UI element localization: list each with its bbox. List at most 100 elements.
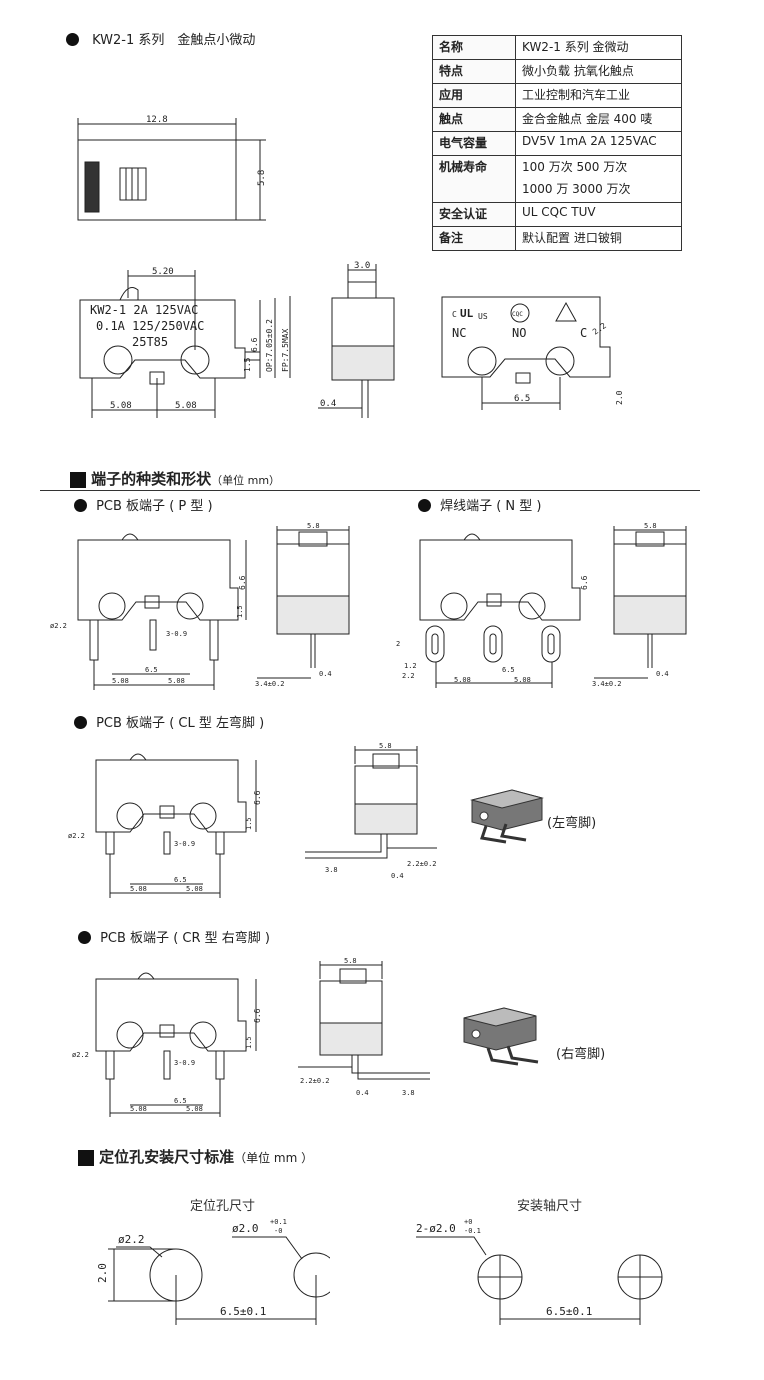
dim-label: 6.5±0.1 (546, 1305, 592, 1318)
switch-label: KW2-1 2A 125VAC (90, 303, 198, 317)
svg-text:US: US (478, 312, 488, 321)
square-bullet-icon (70, 471, 86, 488)
dim-label: -0.1 (464, 1227, 481, 1235)
dim-label: 6.5 (502, 666, 515, 674)
dim-label: 1.5 (236, 605, 244, 618)
page-title: KW2-1 系列 金触点小微动 (92, 33, 256, 48)
dim-label: 2.0 (96, 1263, 109, 1283)
end-view-drawing: 3.0 0.4 (318, 261, 395, 418)
dim-label: 12.8 (146, 115, 168, 125)
dim-label: 6.6 (580, 575, 589, 590)
cl-switch-3d-icon (470, 789, 544, 844)
dim-label: 1.5 (245, 1036, 253, 1049)
mount-shaft-title: 安装轴尺寸 (517, 1199, 583, 1214)
dim-label: 5.08 (454, 676, 471, 684)
dim-label: 5.8 (307, 522, 320, 530)
dim-label: 3-0.9 (174, 1059, 195, 1067)
dim-label: 5.8 (344, 957, 357, 965)
dim-label: 2.2 (402, 672, 415, 680)
dim-label: 6.5 (145, 666, 158, 674)
dim-label: 2 (396, 640, 400, 648)
p-type-drawing: 6.6 1.5 6.5 5.08 5.08 ø2.2 3-0.9 (50, 533, 247, 690)
dim-label: 3.8 (402, 1089, 415, 1097)
dim-label: ø2.2 (118, 1233, 145, 1246)
cr-type-drawing: 6.6 1.5 6.5 5.08 5.08 ø2.2 3-0.9 (72, 972, 262, 1117)
dim-label: 5.8 (644, 522, 657, 530)
dim-label: FP:7.5MAX (281, 328, 290, 372)
divider (40, 490, 700, 491)
dim-label: 5.08 (112, 677, 129, 685)
terminal-label: NC (452, 326, 466, 340)
cl-type-drawing: 6.6 1.5 6.5 5.08 5.08 ø2.2 3-0.9 (68, 753, 262, 898)
dim-label: 0.4 (319, 670, 332, 678)
left-bent-label: (左弯脚) (547, 816, 597, 831)
dim-label: +0 (464, 1218, 472, 1226)
dim-label: 1.2 (404, 662, 417, 670)
dim-label: ø2.2 (72, 1051, 89, 1059)
type-heading-n: 焊线端子 ( N 型 ) (418, 495, 542, 514)
dim-label: 5.20 (152, 267, 174, 277)
dim-label: 3.4±0.2 (255, 680, 285, 688)
dim-label: 5.08 (168, 677, 185, 685)
dim-label: 5.08 (186, 1105, 203, 1113)
dim-label: -0 (274, 1227, 282, 1235)
dim-label: 6.5 (174, 876, 187, 884)
bullet-icon (74, 716, 87, 729)
dim-label: 1.5 (243, 357, 252, 372)
dim-label: 3.8 (325, 866, 338, 874)
switch-label: 0.1A 125/250VAC (96, 319, 204, 333)
p-type-end-drawing: 5.8 3.4±0.2 0.4 (255, 522, 350, 688)
bullet-icon (418, 499, 431, 512)
bullet-icon (66, 33, 79, 46)
cr-switch-3d-icon (463, 1007, 539, 1066)
mount-hole-title: 定位孔尺寸 (190, 1199, 256, 1214)
terminal-label: C (580, 326, 587, 340)
dim-label: 3.0 (354, 261, 370, 271)
dim-label: 6.6 (253, 1008, 262, 1023)
mount-hole-drawing: ø2.2 2.0 ø2.0 +0.1 -0 6.5±0.1 (96, 1218, 330, 1325)
dim-label: 6.5±0.1 (220, 1305, 266, 1318)
dim-label: 0.4 (320, 399, 336, 409)
dim-label: 2.0 (615, 390, 624, 405)
top-view-drawing: 12.8 5.8 (77, 115, 267, 221)
dim-label: 2.2±0.2 (300, 1077, 330, 1085)
ul-logo-icon: UL (460, 307, 474, 320)
cert-view-drawing: C UL US CQC NC NO C 6.5 2.2 2.0 (441, 296, 624, 410)
dim-label: 0.4 (391, 872, 404, 880)
dim-label: 6.6 (253, 790, 262, 805)
header: KW2-1 系列 金触点小微动 (66, 29, 255, 48)
dim-label: 2.2±0.2 (407, 860, 437, 868)
svg-text:C: C (452, 310, 457, 319)
section-heading: 端子的种类和形状（单位 mm） (70, 468, 280, 489)
table-row: 触点金合金触点 金层 400 唛 (432, 107, 682, 132)
table-row: 安全认证 UL CQC TUV (432, 202, 682, 227)
dim-label: +0.1 (270, 1218, 287, 1226)
dim-label: 5.08 (130, 885, 147, 893)
dim-label: 5.08 (175, 401, 197, 411)
terminal-label: NO (512, 326, 526, 340)
dim-label: 2-ø2.0 (416, 1222, 456, 1235)
n-type-end-drawing: 5.8 3.4±0.2 0.4 (592, 522, 687, 688)
table-row: 备注默认配置 进口铍铜 (432, 226, 682, 251)
dim-label: 6.6 (250, 337, 259, 352)
dim-label: 6.5 (514, 394, 530, 404)
dim-label: 5.08 (110, 401, 132, 411)
type-heading-cl: PCB 板端子 ( CL 型 左弯脚 ) (74, 712, 264, 731)
mount-shaft-drawing: 2-ø2.0 +0 -0.1 6.5±0.1 (416, 1218, 663, 1325)
dim-label: 5.08 (514, 676, 531, 684)
dim-label: 5.08 (130, 1105, 147, 1113)
dim-label: 6.6 (238, 575, 247, 590)
table-row: 应用工业控制和汽车工业 (432, 83, 682, 108)
bullet-icon (78, 931, 91, 944)
n-type-drawing: 6.6 6.5 5.08 5.08 1.2 2.2 2 (396, 533, 589, 688)
right-bent-label: (右弯脚) (556, 1047, 606, 1062)
square-bullet-icon (78, 1149, 94, 1166)
dim-label: 5.8 (379, 742, 392, 750)
dim-label: OP:7.05±0.2 (265, 319, 274, 372)
dim-label: ø2.0 (232, 1222, 259, 1235)
dim-label: 6.5 (174, 1097, 187, 1105)
dim-label: 3.4±0.2 (592, 680, 622, 688)
dim-label: 5.8 (257, 170, 267, 186)
